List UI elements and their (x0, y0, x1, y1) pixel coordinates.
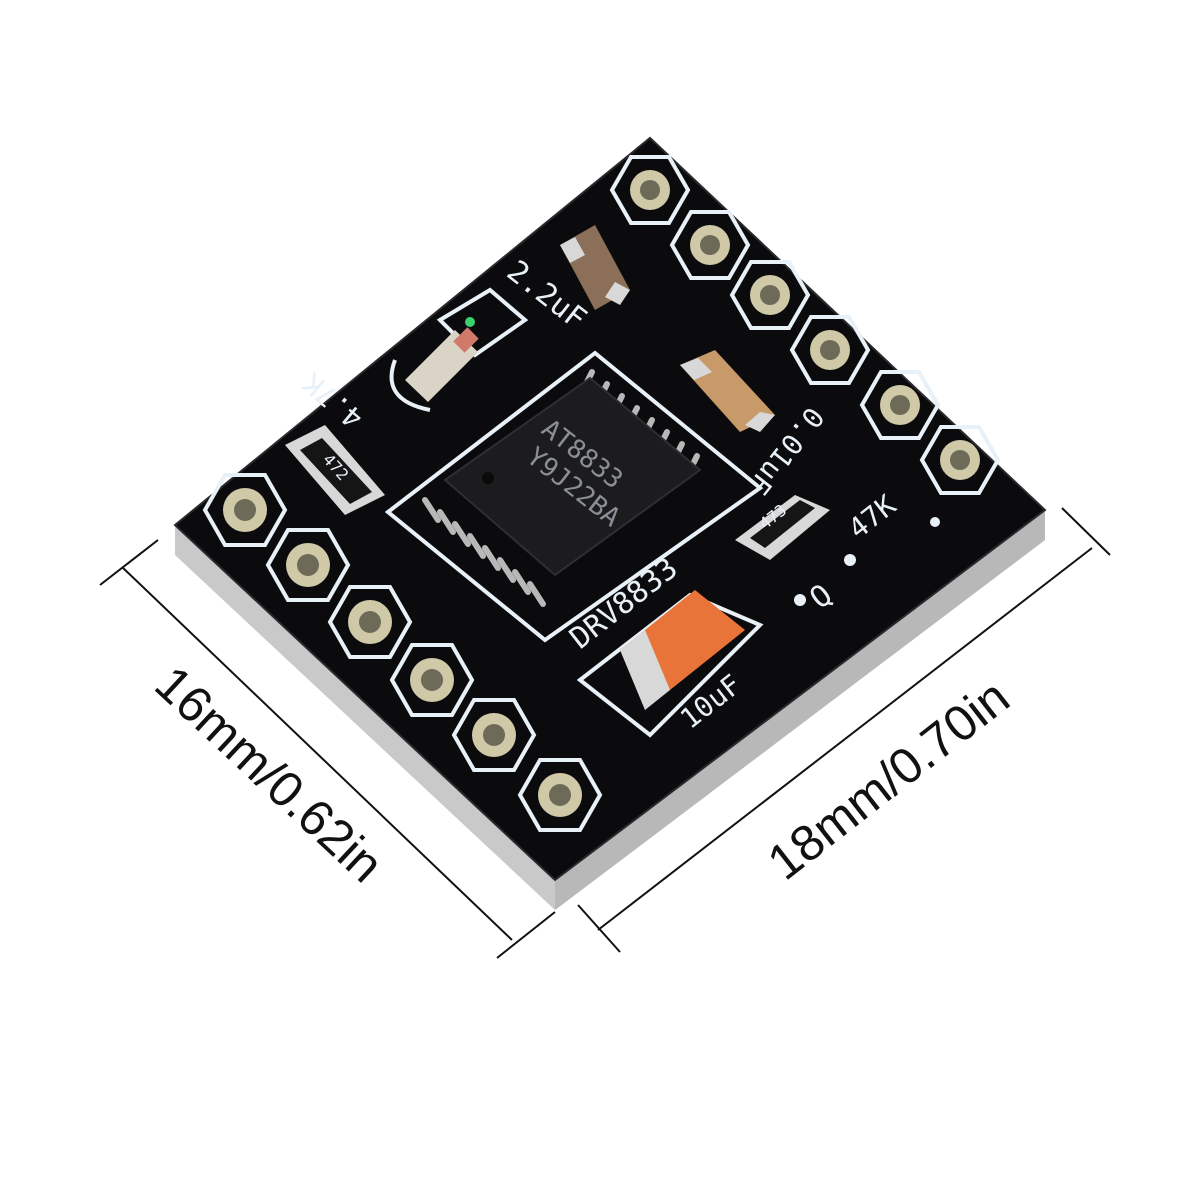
tantalum-capacitor (620, 590, 745, 710)
header-pins-left (202, 473, 603, 832)
resistor-left: 472 (285, 425, 385, 515)
dimension-length (577, 507, 1111, 953)
chip-outline (384, 350, 764, 643)
pcb-edge (175, 510, 1045, 910)
capacitor-right (680, 350, 775, 432)
dimension-width (99, 539, 556, 959)
capacitor-top (560, 225, 630, 310)
fiducial-dot (930, 517, 940, 527)
led-indicator (389, 287, 529, 412)
header-pins-right (609, 155, 1001, 495)
resistor-right: 473 (735, 495, 830, 560)
tantalum-outline (576, 592, 764, 738)
ic-chip: AT8833 Y9J22BA (422, 369, 702, 607)
